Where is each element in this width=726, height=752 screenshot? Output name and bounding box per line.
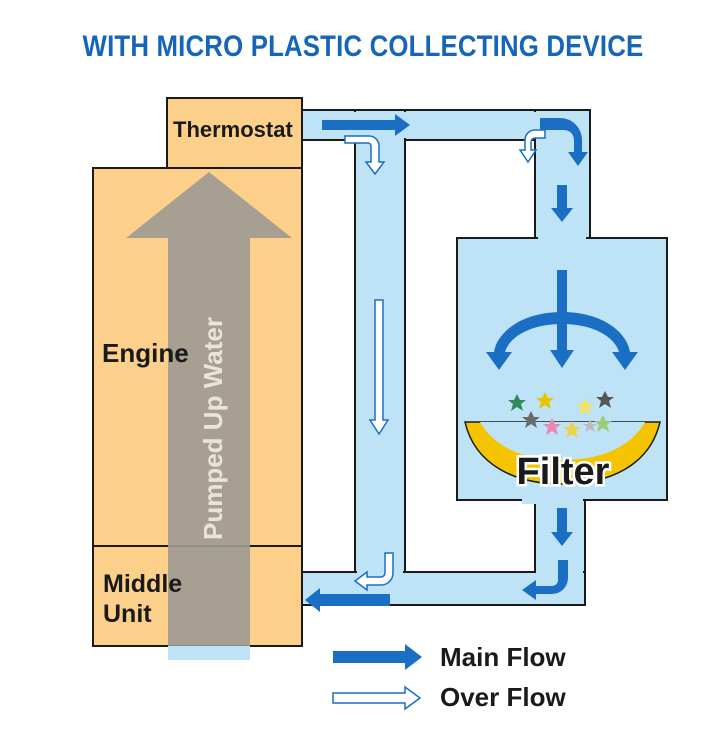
diagram-title: WITH MICRO PLASTIC COLLECTING DEVICE xyxy=(82,30,644,63)
filter-label: Filter xyxy=(517,451,610,493)
main-arrow-down-2 xyxy=(551,508,573,546)
micro-plastics xyxy=(508,391,614,438)
engine-label: Engine xyxy=(102,338,189,368)
middle-unit-label-1: Middle xyxy=(103,570,182,598)
over-flow-arrows xyxy=(344,129,546,592)
legend-over-flow-label: Over Flow xyxy=(440,682,566,712)
pumped-water-arrow xyxy=(126,172,292,660)
main-arrow-filter-left xyxy=(486,312,562,370)
over-arrow-top-right xyxy=(518,129,546,164)
legend-main-flow-label: Main Flow xyxy=(440,642,566,672)
over-arrow-bottom xyxy=(353,552,394,592)
legend: Main Flow Over Flow xyxy=(332,642,566,712)
main-arrow-down-1 xyxy=(551,185,573,222)
main-arrow-top xyxy=(322,114,410,136)
main-arrow-corner-bottom xyxy=(522,560,568,600)
thermostat-label: Thermostat xyxy=(173,117,293,142)
main-arrow-corner-top xyxy=(540,118,588,166)
main-arrow-bottom xyxy=(305,588,390,612)
middle-unit-label-2: Unit xyxy=(103,600,152,628)
legend-over-flow-arrow xyxy=(332,685,422,711)
main-arrow-filter-right xyxy=(562,312,638,370)
over-arrow-top-left xyxy=(344,135,386,176)
pumped-water-label: Pumped Up Water xyxy=(198,317,228,540)
filter-bowl-inner xyxy=(480,422,645,460)
over-arrow-vertical xyxy=(368,299,390,436)
filter xyxy=(464,421,661,485)
main-flow-arrows xyxy=(305,114,638,612)
legend-main-flow-arrow xyxy=(333,644,422,670)
